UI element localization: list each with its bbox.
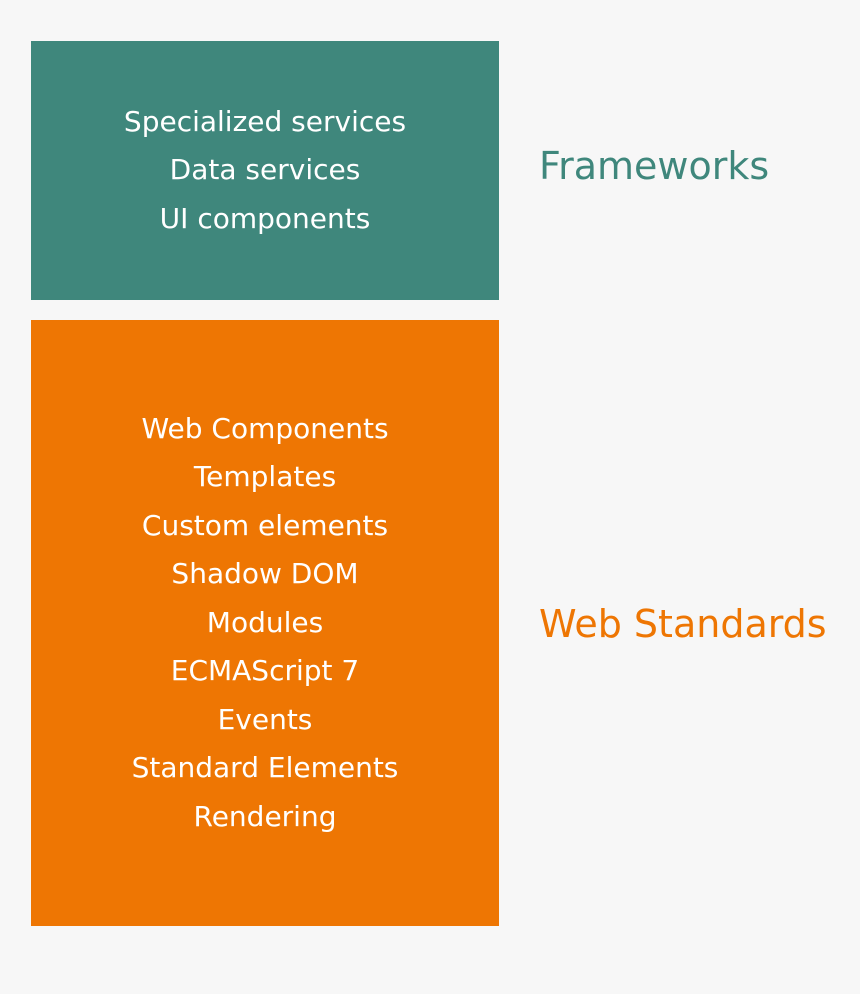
web-standards-item: Templates [193,460,337,494]
web-standards-label: Web Standards [539,602,827,646]
web-standards-item: Rendering [193,799,337,833]
web-standards-item: Modules [206,605,324,639]
web-standards-item: Custom elements [141,508,389,542]
web-standards-layer-box: Web Components Templates Custom elements… [31,320,499,926]
frameworks-layer-box: Specialized services Data services UI co… [31,41,499,300]
web-standards-item: Standard Elements [131,751,399,785]
frameworks-label: Frameworks [539,144,770,188]
frameworks-item: UI components [159,201,371,235]
web-standards-item: Events [217,702,313,736]
web-standards-item: Shadow DOM [171,557,359,591]
frameworks-item: Data services [169,153,361,187]
web-standards-item: ECMAScript 7 [170,654,360,688]
web-standards-item: Web Components [141,411,389,445]
frameworks-item: Specialized services [123,104,407,138]
